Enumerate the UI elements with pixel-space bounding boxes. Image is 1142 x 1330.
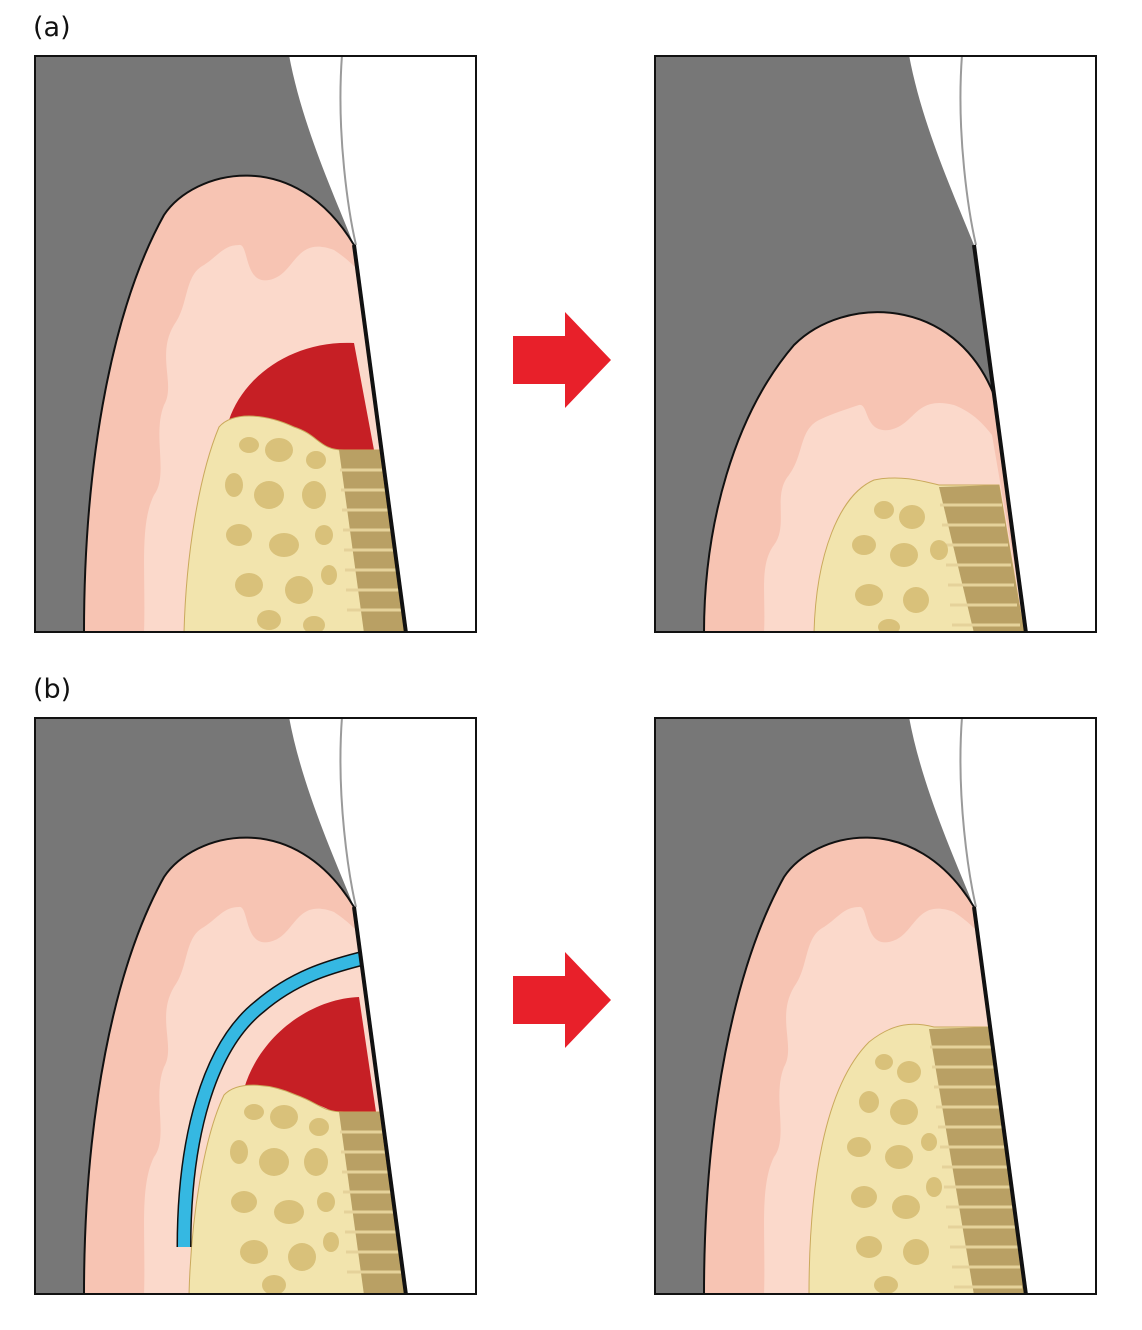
row-label-a: (a)	[33, 12, 71, 43]
tooth-root-surface	[972, 244, 1028, 633]
tooth-outline	[959, 717, 977, 908]
tooth-outline	[339, 55, 357, 246]
right-arrow-icon	[513, 312, 611, 408]
panel-a-before	[34, 55, 477, 633]
tooth-outline	[339, 717, 357, 908]
tooth-root-surface	[352, 906, 408, 1295]
blood-clot	[244, 997, 376, 1112]
panel-a-after	[654, 55, 1097, 633]
root-cementum	[339, 1112, 404, 1295]
row-label-b: (b)	[33, 674, 72, 705]
root-cementum	[939, 485, 1024, 633]
tooth-root-surface	[972, 906, 1028, 1295]
panel-b-after	[654, 717, 1097, 1295]
tooth-root-surface	[352, 244, 408, 633]
root-cementum	[339, 450, 404, 633]
panel-b-before	[34, 717, 477, 1295]
tooth-outline	[959, 55, 977, 246]
right-arrow-icon	[513, 952, 611, 1048]
